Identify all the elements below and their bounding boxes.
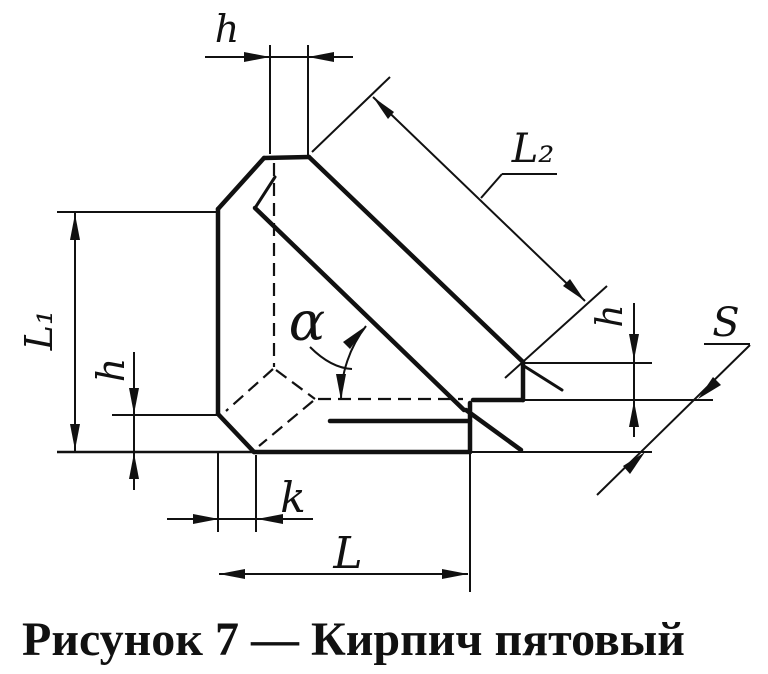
hidden-notch-side-left <box>225 368 274 412</box>
arrowhead-icon <box>219 569 245 579</box>
arrowhead-icon <box>698 377 721 399</box>
arrowhead-icon <box>623 452 645 474</box>
ext-l2-upper <box>311 76 391 153</box>
dim-alpha: α <box>289 290 367 401</box>
dim-k-label: k <box>280 473 305 522</box>
dim-s-label: S <box>712 300 739 346</box>
dim-l: L <box>219 528 468 579</box>
dim-line-l2 <box>372 96 586 302</box>
dim-h-left-label: h <box>89 358 133 382</box>
dim-alpha-label: α <box>289 290 325 353</box>
edge-chamfer-bottom-left <box>215 411 257 455</box>
dim-h-top-label: h <box>215 7 239 51</box>
dim-l2: L₂ <box>372 96 586 302</box>
arrowhead-icon <box>336 374 346 400</box>
hidden-notch-side-right <box>275 369 316 400</box>
dim-s: S <box>596 300 751 496</box>
arrowhead-icon <box>442 569 468 579</box>
dim-l2-label: L₂ <box>511 126 555 172</box>
edge-chamfer-top-left <box>215 155 267 212</box>
arrowhead-icon <box>244 52 270 62</box>
dim-l1-label: L₁ <box>17 310 61 351</box>
dim-h-top: h <box>205 7 353 62</box>
edge-top <box>261 154 312 161</box>
dim-h-left: h <box>89 352 139 490</box>
arrowhead-icon <box>129 453 139 479</box>
arrowhead-icon <box>373 97 394 119</box>
dim-l-label: L <box>332 528 362 579</box>
brick-minor-edges <box>253 175 564 392</box>
arrowhead-icon <box>308 52 334 62</box>
edge-inner-corner <box>253 175 277 210</box>
arrowhead-icon <box>129 388 139 414</box>
dim-k: k <box>167 473 313 524</box>
arrowhead-icon <box>193 514 219 524</box>
brick-outline <box>215 154 526 455</box>
arrowhead-icon <box>629 401 639 427</box>
dim-line-s <box>596 344 751 496</box>
dim-l1: L₁ <box>17 213 80 451</box>
alpha-leader <box>309 346 353 370</box>
edge-end-bevel <box>522 364 564 392</box>
arrowhead-icon <box>257 514 283 524</box>
dim-h-right: h <box>590 303 639 437</box>
arrowhead-icon <box>343 326 366 349</box>
arrowhead-icon <box>70 424 80 450</box>
edge-chamfer-bottom-right <box>463 407 524 453</box>
edge-prism-top <box>306 154 526 365</box>
hidden-edges <box>225 163 463 447</box>
arrowhead-icon <box>70 214 80 240</box>
hidden-notch-side-bottom <box>258 400 314 447</box>
figure-caption: Рисунок 7 — Кирпич пятовый <box>22 613 685 666</box>
arrowhead-icon <box>563 279 585 301</box>
arrowhead-icon <box>629 334 639 360</box>
edge-prism-bottom <box>252 205 467 413</box>
ext-l2-lower <box>504 285 608 379</box>
l2-label-leader <box>480 173 503 199</box>
dim-h-right-label: h <box>590 304 631 327</box>
